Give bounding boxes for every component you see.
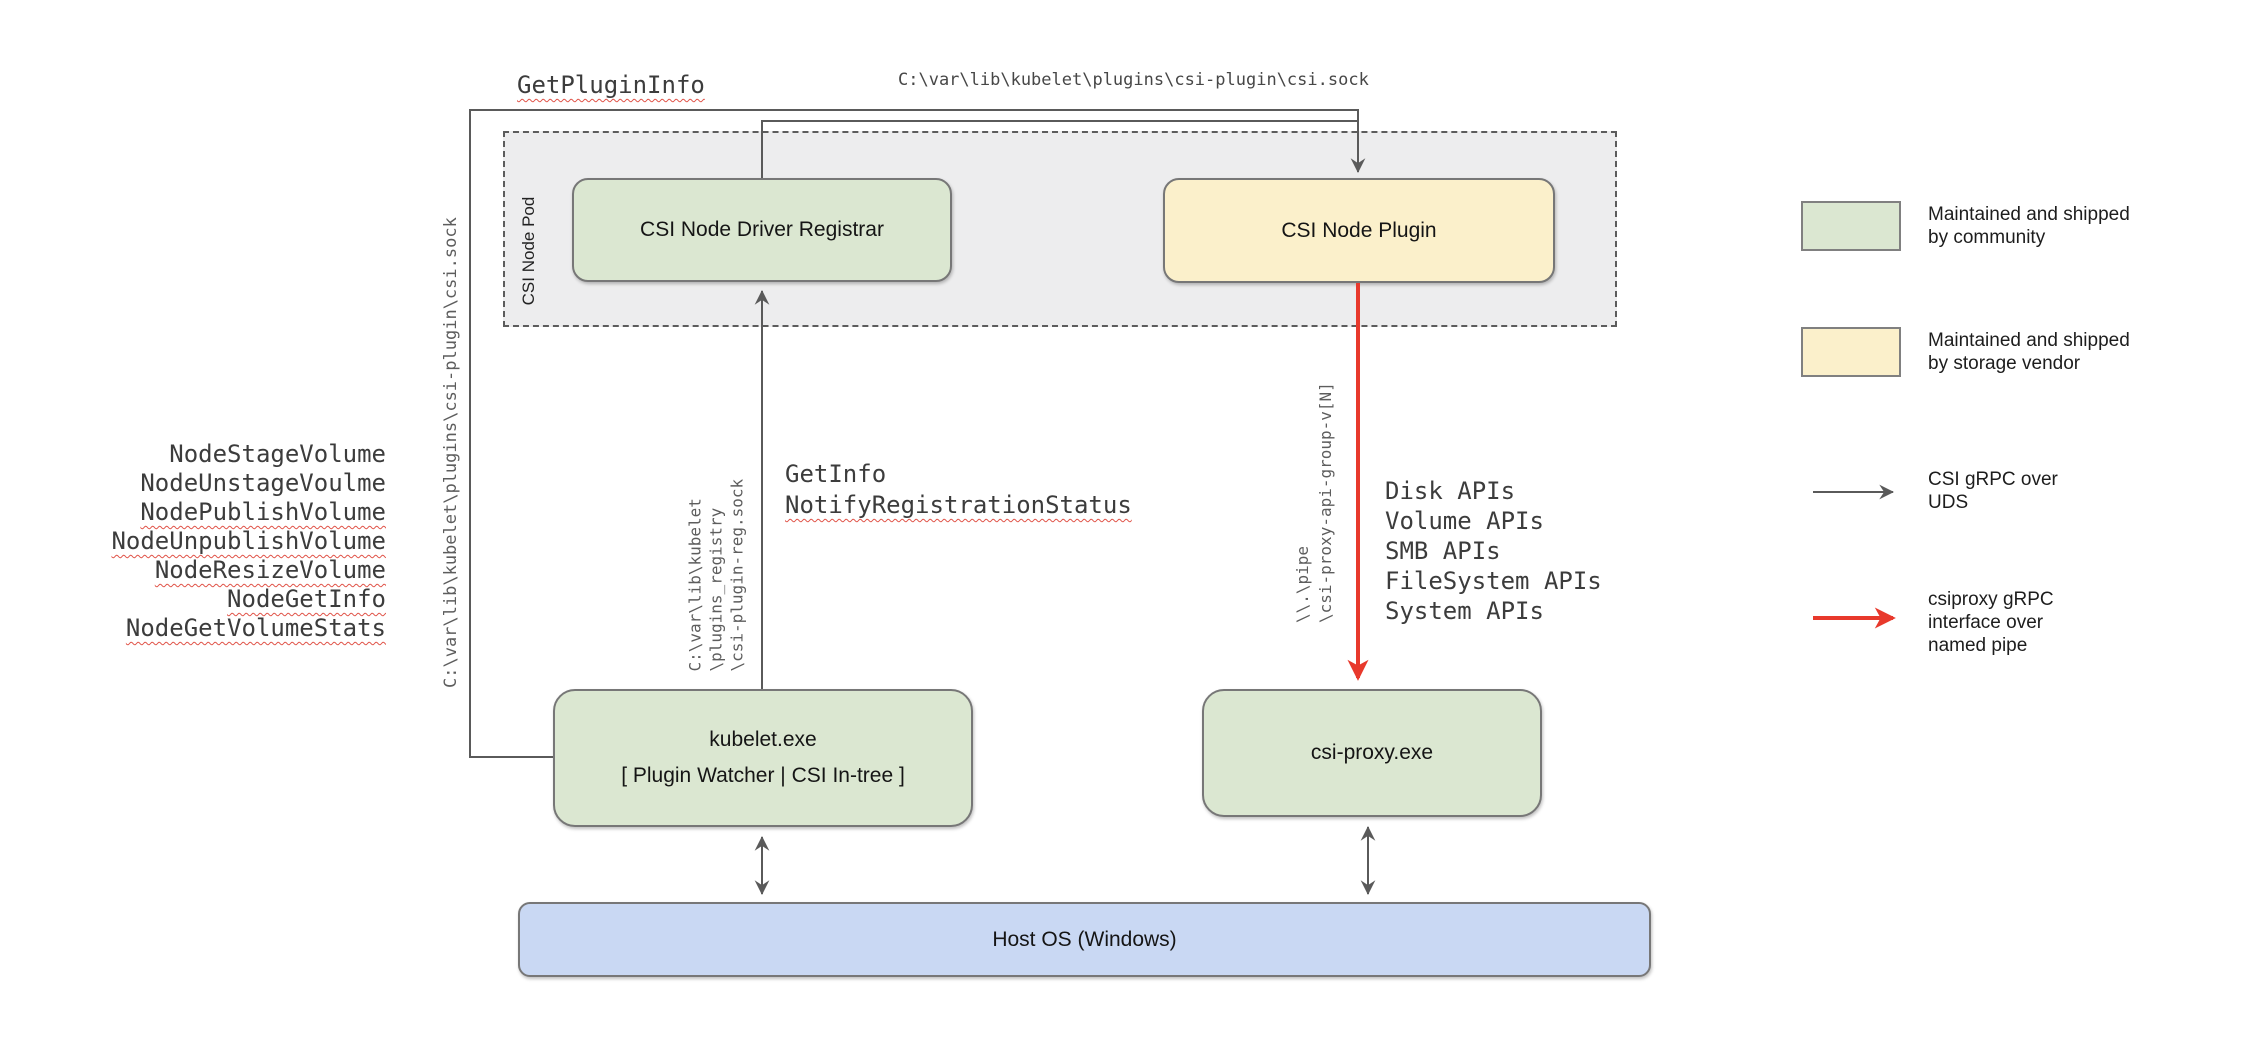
- get-info-label: GetInfo: [785, 460, 887, 488]
- named-pipe-path-label: \\.\pipe \csi-proxy-api-group-v[N]: [1293, 382, 1335, 623]
- csi-node-plugin-box: CSI Node Plugin: [1163, 178, 1555, 283]
- csi-node-driver-registrar-box: CSI Node Driver Registrar: [572, 178, 952, 282]
- registration-call-labels: GetInfo NotifyRegistrationStatus: [785, 459, 1132, 521]
- node-method: NodeResizeVolume: [154, 556, 386, 584]
- get-plugin-info-label: GetPluginInfo: [517, 71, 705, 99]
- csi-sock-path-vertical-label: C:\var\lib\kubelet\plugins\csi-plugin\cs…: [441, 217, 461, 688]
- proxy-api: Volume APIs: [1385, 507, 1544, 535]
- legend-namedpipe-label: csiproxy gRPC interface over named pipe: [1928, 589, 2054, 656]
- node-method-list: NodeStageVolume NodeUnstageVoulme NodePu…: [60, 440, 386, 643]
- node-method: NodeGetInfo: [227, 585, 386, 613]
- proxy-api-list: Disk APIs Volume APIs SMB APIs FileSyste…: [1385, 476, 1602, 626]
- node-method: NodeGetVolumeStats: [125, 614, 386, 642]
- proxy-api: SMB APIs: [1385, 537, 1501, 565]
- kubelet-box: kubelet.exe [ Plugin Watcher | CSI In-tr…: [553, 689, 973, 827]
- node-method: NodeUnpublishVolume: [111, 527, 386, 555]
- notify-registration-status-label: NotifyRegistrationStatus: [785, 491, 1132, 519]
- legend-uds-label: CSI gRPC over UDS: [1928, 469, 2058, 513]
- legend-community-swatch: [1801, 201, 1901, 251]
- proxy-api: FileSystem APIs: [1385, 567, 1602, 595]
- csi-sock-path-top-label: C:\var\lib\kubelet\plugins\csi-plugin\cs…: [898, 70, 1369, 90]
- proxy-api: System APIs: [1385, 597, 1544, 625]
- legend-vendor-swatch: [1801, 327, 1901, 377]
- host-os-box: Host OS (Windows): [518, 902, 1651, 977]
- kubelet-label: kubelet.exe [ Plugin Watcher | CSI In-tr…: [621, 728, 905, 787]
- csi-proxy-box: csi-proxy.exe: [1202, 689, 1542, 817]
- node-method: NodePublishVolume: [140, 498, 386, 526]
- host-os-label: Host OS (Windows): [992, 927, 1177, 951]
- plugin-reg-sock-path-label: C:\var\lib\kubelet \plugins_registry \cs…: [685, 478, 747, 672]
- proxy-api: Disk APIs: [1385, 477, 1516, 505]
- legend-community-label: Maintained and shipped by community: [1928, 204, 2130, 248]
- csi-node-driver-registrar-label: CSI Node Driver Registrar: [640, 218, 884, 241]
- csi-proxy-label: csi-proxy.exe: [1310, 741, 1434, 764]
- csi-node-pod-label: CSI Node Pod: [519, 196, 538, 306]
- node-method: NodeStageVolume: [169, 440, 386, 468]
- legend-vendor-label: Maintained and shipped by storage vendor: [1928, 330, 2130, 374]
- csi-node-plugin-label: CSI Node Plugin: [1281, 218, 1437, 242]
- node-method: NodeUnstageVoulme: [140, 469, 386, 497]
